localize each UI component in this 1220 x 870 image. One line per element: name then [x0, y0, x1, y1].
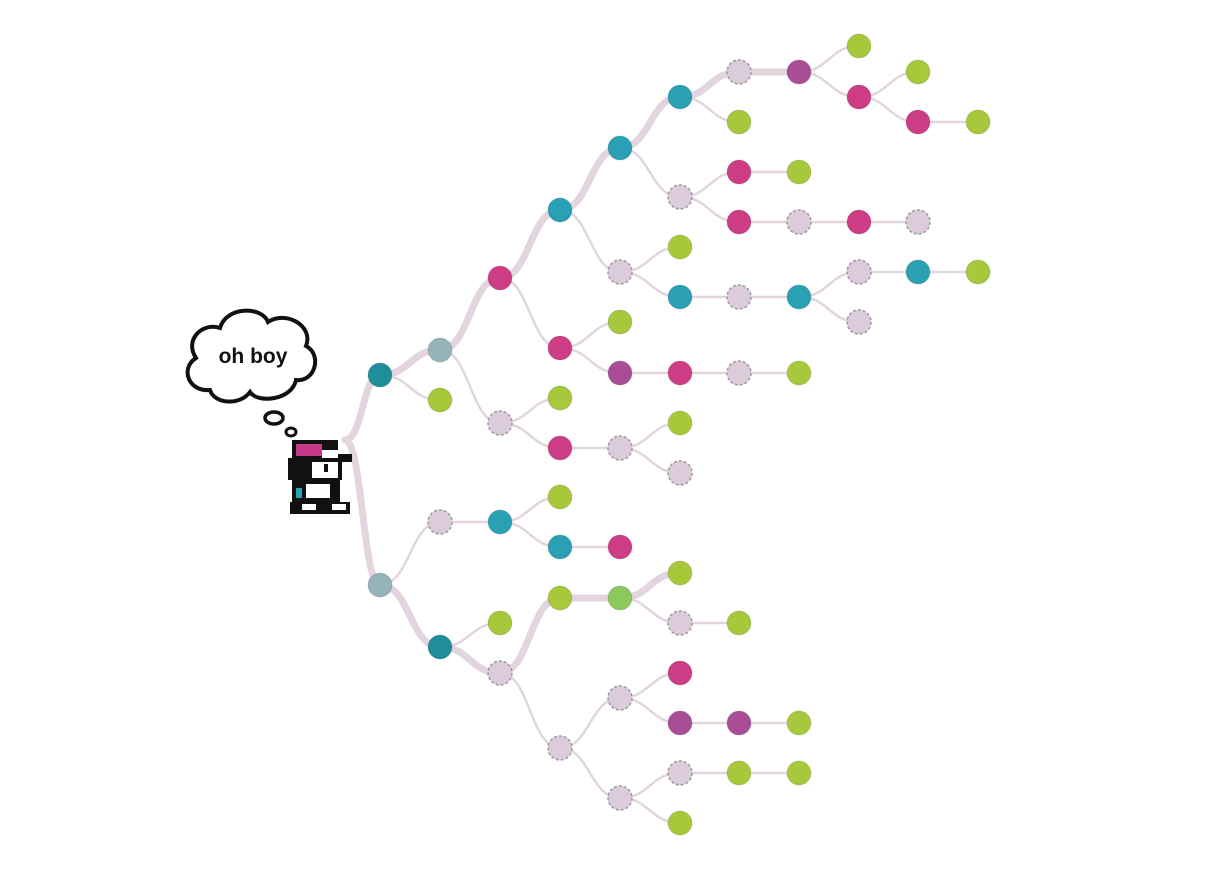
tree-node-bn — [726, 610, 752, 636]
tree-node-r — [726, 159, 752, 185]
tree-node-l — [846, 84, 872, 110]
thought-dot-large — [263, 410, 285, 426]
tree-node-aq — [667, 460, 693, 486]
tree-node-an — [547, 435, 573, 461]
tree-node-bl — [667, 560, 693, 586]
tree-node-u — [786, 209, 812, 235]
tree-node-bd — [547, 484, 573, 510]
tree-node-ac — [846, 259, 872, 285]
trainer-hat-band — [296, 444, 322, 456]
tree-node-f — [547, 197, 573, 223]
tree-edge-f-g — [556, 144, 624, 214]
trainer-hat-tip — [338, 454, 352, 462]
tree-node-br — [667, 710, 693, 736]
trainer-eye — [324, 464, 328, 472]
tree-node-j — [786, 59, 812, 85]
tree-node-o — [965, 109, 991, 135]
tree-edge-b-d — [436, 274, 504, 354]
tree-node-bw — [726, 760, 752, 786]
tree-node-bk — [607, 585, 633, 611]
tree-node-v — [846, 209, 872, 235]
thought-bubble: oh boy — [185, 308, 317, 438]
tree-node-y — [667, 234, 693, 260]
trainer-sprite — [288, 440, 352, 514]
tree-node-by — [667, 810, 693, 836]
tree-edge-f-x — [558, 208, 622, 274]
tree-node-af — [846, 309, 872, 335]
tree-node-n — [905, 109, 931, 135]
tree-node-d — [487, 265, 513, 291]
tree-node-k — [846, 33, 872, 59]
tree-node-bs — [726, 710, 752, 736]
tree-node-x — [607, 259, 633, 285]
tree-node-bo — [547, 735, 573, 761]
tree-node-i — [726, 59, 752, 85]
tree-node-w — [905, 209, 931, 235]
tree-node-bf — [607, 534, 633, 560]
tree-node-bb — [427, 509, 453, 535]
tree-node-ai — [607, 360, 633, 386]
tree-node-bm — [667, 610, 693, 636]
tree-edge-b-e — [438, 348, 502, 425]
trainer-bag — [296, 488, 302, 498]
thought-cloud — [185, 308, 317, 404]
tree-node-p — [726, 109, 752, 135]
thought-text: oh boy — [219, 345, 288, 368]
tree-node-ap — [667, 410, 693, 436]
thought-dot-small — [284, 426, 298, 438]
tree-node-ak — [726, 360, 752, 386]
tree-edge-d-f — [496, 206, 564, 282]
tree-node-e — [487, 410, 513, 436]
tree-node-bt — [786, 710, 812, 736]
tree-edges — [341, 44, 980, 825]
tree-nodes — [367, 33, 991, 836]
tree-node-c — [427, 387, 453, 413]
tree-node-ao — [607, 435, 633, 461]
tree-node-t — [726, 209, 752, 235]
tree-node-bc — [487, 509, 513, 535]
tree-node-bq — [667, 660, 693, 686]
tree-node-z — [667, 284, 693, 310]
tree-node-bp — [607, 685, 633, 711]
tree-node-ad — [905, 259, 931, 285]
tree-node-bx — [786, 760, 812, 786]
tree-node-h — [667, 84, 693, 110]
tree-node-a — [367, 362, 393, 388]
tree-edge-d-ag — [498, 276, 562, 350]
tree-node-al — [786, 360, 812, 386]
tree-node-bi — [487, 660, 513, 686]
tree-node-aa — [726, 284, 752, 310]
trainer-shoe — [302, 504, 316, 510]
tree-node-q — [667, 184, 693, 210]
tree-node-bv — [667, 760, 693, 786]
trainer-shoe-2 — [332, 504, 346, 510]
tree-node-bj — [547, 585, 573, 611]
tree-node-am — [547, 385, 573, 411]
trainer-shirt — [306, 484, 330, 498]
trainer-hat-brim — [322, 450, 340, 460]
tree-edge-bi-bj — [496, 594, 564, 677]
tree-node-be — [547, 534, 573, 560]
tree-node-bg — [427, 634, 453, 660]
tree-node-ah — [607, 309, 633, 335]
tree-node-bu — [607, 785, 633, 811]
tree-node-b — [427, 337, 453, 363]
tree-node-ba — [367, 572, 393, 598]
tree-node-s — [786, 159, 812, 185]
tree-node-ae — [965, 259, 991, 285]
tree-edge-ba-bg — [376, 581, 444, 651]
tree-edge-bi-bo — [498, 671, 562, 750]
tree-node-ag — [547, 335, 573, 361]
tree-node-bh — [487, 610, 513, 636]
tree-node-aj — [667, 360, 693, 386]
tree-node-g — [607, 135, 633, 161]
tree-node-m — [905, 59, 931, 85]
tree-node-ab — [786, 284, 812, 310]
tree-edge-ba-bb — [378, 520, 442, 587]
